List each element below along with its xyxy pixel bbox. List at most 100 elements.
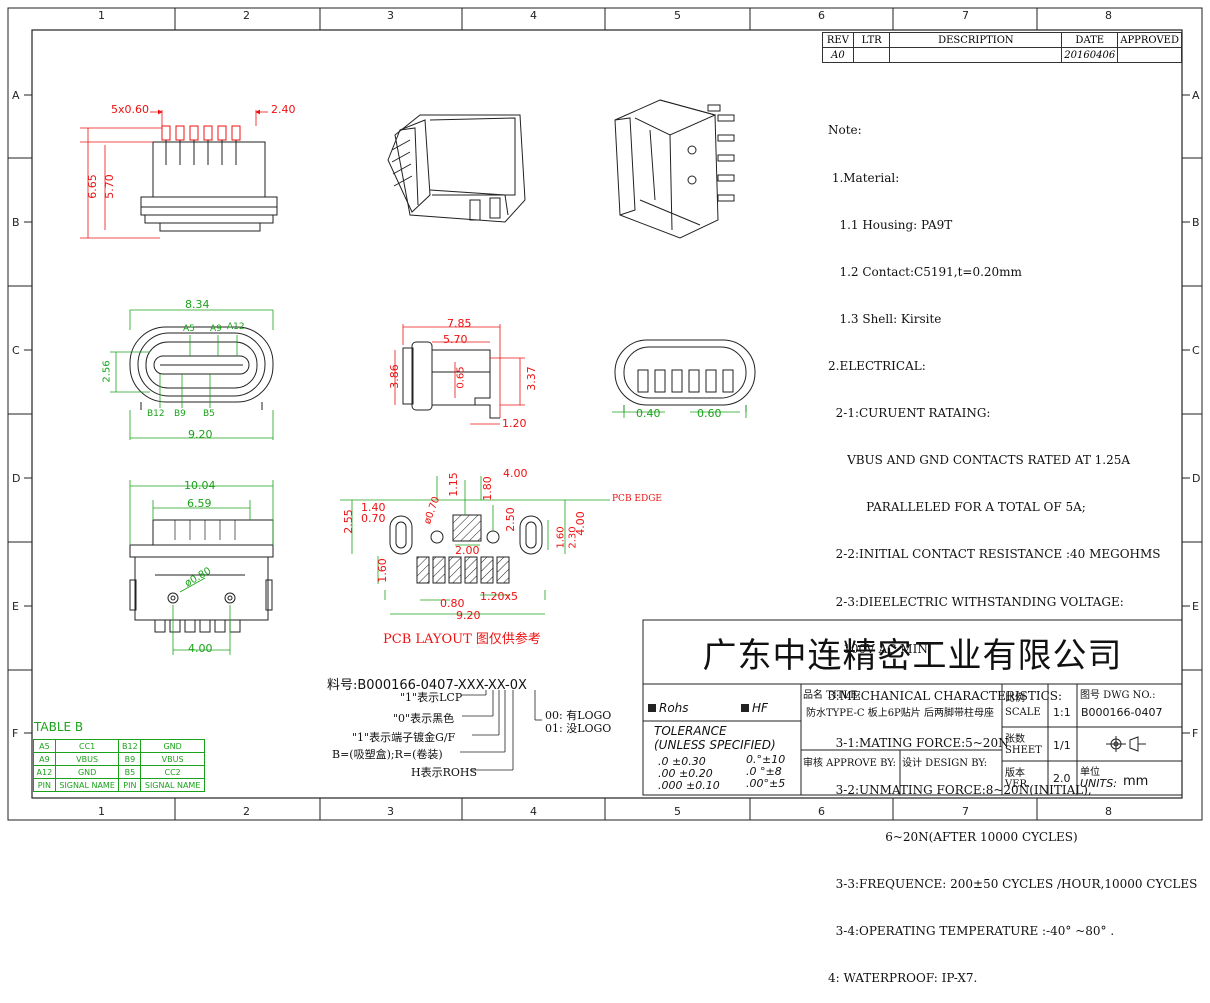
isometric-view-left	[387, 114, 526, 223]
row-letter: A	[1192, 89, 1200, 102]
bottom-view	[129, 480, 274, 655]
table-b-title: TABLE B	[34, 720, 84, 734]
part-code-value: B000166-0407-XXX-XX-0X	[357, 678, 527, 693]
table-cell: PIN	[33, 778, 56, 792]
part-code: 料号:B000166-0407-XXX-XX-0X	[327, 674, 527, 693]
tolerance-value: .000 ±0.10	[658, 779, 720, 792]
table-cell: CC1	[54, 739, 120, 753]
part-legend-5: H表示ROHS	[411, 766, 478, 779]
drawing-frame	[7, 7, 1203, 821]
note-line: 3-3:FREQUENCE: 200±50 CYCLES /HOUR,10000…	[828, 877, 1198, 892]
table-cell: GND	[140, 739, 205, 753]
part-code-leaders	[460, 690, 542, 771]
pcb-dim-2-55: 2.55	[341, 509, 355, 534]
pcb-pad-hatching	[417, 557, 509, 583]
top-view	[80, 109, 278, 239]
rev-cell	[1117, 47, 1182, 63]
dim-side-h3: 3.37	[524, 366, 538, 391]
pin-a12: A12	[227, 322, 245, 332]
dim-bottom-pitch: 4.00	[188, 642, 213, 655]
tolerance-value: 0.°±10	[746, 753, 786, 766]
pcb-dim-0-80: 0.80	[440, 597, 465, 610]
units-label: UNITS:	[1080, 777, 1117, 790]
col-number: 8	[1105, 805, 1112, 818]
pcb-dim-4-00a: 4.00	[503, 467, 528, 480]
tolerance-value: .0 ±0.30	[658, 755, 706, 768]
part-code-label: 料号:	[327, 678, 358, 693]
notes-block: Note: 1.Material: 1.1 Housing: PA9T 1.2 …	[828, 92, 1197, 1003]
pcb-dim-2-00: 2.00	[455, 544, 480, 557]
note-line: 1.1 Housing: PA9T	[828, 217, 953, 232]
logo-option-1: 00: 有LOGO	[545, 709, 612, 722]
col-number: 6	[818, 9, 825, 22]
dim-bottom-inner: 6.59	[187, 497, 212, 510]
dim-side-total: 7.85	[447, 317, 472, 330]
projection-symbol	[1106, 736, 1146, 752]
col-number: 1	[98, 805, 105, 818]
isometric-view-right	[614, 99, 735, 239]
units-value: mm	[1123, 774, 1149, 789]
pcb-dim-1-80: 1.80	[480, 476, 494, 501]
table-cell: PIN	[118, 778, 142, 792]
note-line: 2-3:DIEELECTRIC WITHSTANDING VOLTAGE:	[828, 594, 1124, 609]
col-number: 8	[1105, 9, 1112, 22]
dim-top-width: 2.40	[271, 103, 296, 116]
part-legend-2: "0"表示黑色	[393, 712, 455, 725]
ver-label: VER.	[1005, 779, 1031, 790]
col-number: 7	[962, 9, 969, 22]
note-line: VBUS AND GND CONTACTS RATED AT 1.25A	[828, 453, 1131, 468]
pcb-dim-2-50: 2.50	[503, 507, 517, 532]
rohs-marker	[648, 704, 656, 712]
pcb-dim-1-15: 1.15	[446, 472, 460, 497]
col-number: 2	[243, 9, 250, 22]
row-letter: D	[1192, 472, 1201, 485]
dim-front-width: 8.34	[185, 298, 210, 311]
col-number: 2	[243, 805, 250, 818]
row-letter: C	[1192, 344, 1200, 357]
title-block-grid	[642, 619, 1183, 796]
dim-side-h2: 0.65	[455, 366, 467, 389]
row-letter: F	[12, 727, 19, 740]
pcb-dim-1-60a: 1.60	[555, 526, 567, 549]
note-line: Note:	[828, 123, 862, 138]
part-legend-1: "1"表示LCP	[400, 691, 463, 704]
units-cn: 单位	[1080, 767, 1100, 778]
tolerance-value: .00°±5	[746, 777, 786, 790]
rear-view	[612, 339, 756, 418]
pin-b12: B12	[147, 409, 165, 419]
dwg-value: B000166-0407	[1081, 706, 1163, 719]
col-number: 5	[674, 9, 681, 22]
dim-front-height: 2.56	[101, 360, 113, 383]
note-line: 3-4:OPERATING TEMPERATURE :-40° ~80° .	[828, 924, 1115, 939]
pin-a9: A9	[210, 324, 222, 334]
note-line: 4: WATERPROOF: IP-X7.	[828, 971, 978, 986]
sheet-cn: 张数	[1005, 734, 1025, 745]
note-line: 1.Material:	[828, 170, 900, 185]
note-line: 1.2 Contact:C5191,t=0.20mm	[828, 264, 1022, 279]
title-value: 防水TYPE-C 板上6P贴片 后两脚带柱母座	[806, 708, 994, 719]
tolerance-angular: 0.°±10 .0 °±8 .00°±5	[746, 754, 785, 790]
dim-height-total: 6.65	[85, 174, 99, 199]
revision-table: REV LTR DESCRIPTION DATE APPROVED A0 201…	[822, 32, 1182, 63]
table-cell: SIGNAL NAME	[54, 778, 120, 792]
col-number: 3	[387, 805, 394, 818]
table-cell: SIGNAL NAME	[140, 778, 205, 792]
table-cell: B12	[118, 739, 142, 753]
row-letter: C	[12, 344, 20, 357]
row-letter: F	[1192, 727, 1199, 740]
dim-top-pitch: 5x0.60	[111, 103, 150, 116]
table-cell: A12	[33, 765, 56, 779]
row-letter: A	[12, 89, 20, 102]
note-line: 2-1:CURUENT RATAING:	[828, 406, 991, 421]
hf-marker	[741, 704, 749, 712]
row-letter: D	[12, 472, 21, 485]
table-cell: A5	[33, 739, 56, 753]
note-line: 2-2:INITIAL CONTACT RESISTANCE :40 MEGOH…	[828, 547, 1161, 562]
dwg-label: 图号 DWG NO.:	[1080, 690, 1156, 701]
pcb-dim-0-70: 0.70	[361, 512, 386, 525]
note-line: 6~20N(AFTER 10000 CYCLES)	[828, 830, 1078, 845]
pin-b9: B9	[174, 409, 186, 419]
